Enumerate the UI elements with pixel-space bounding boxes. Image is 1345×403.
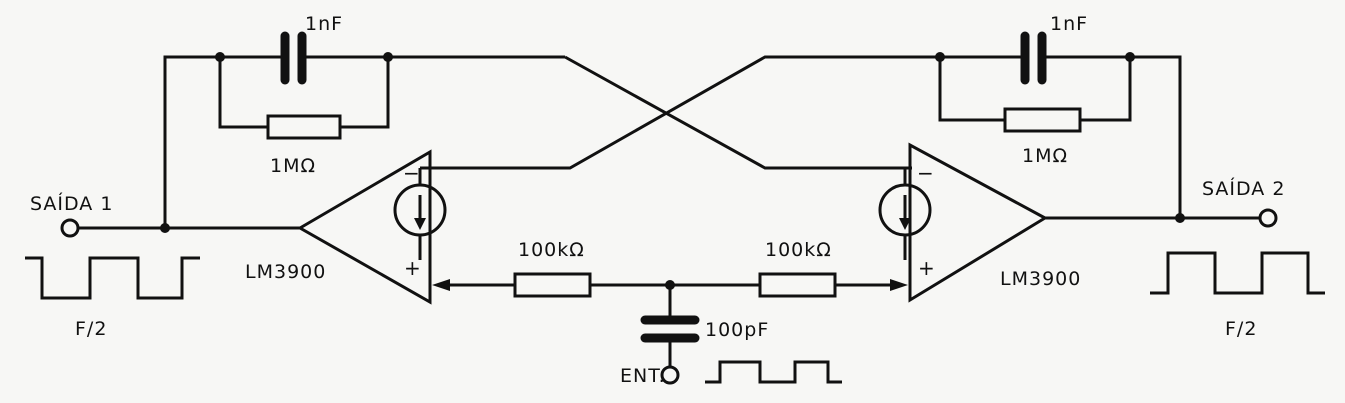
res-feedback-right-label: 1MΩ bbox=[1022, 145, 1068, 167]
resistor-100k-left bbox=[513, 272, 592, 298]
cap-input-label: 100pF bbox=[705, 319, 769, 341]
res-input-right-label: 100kΩ bbox=[765, 239, 832, 261]
opamp-left bbox=[296, 149, 447, 305]
current-source-icon bbox=[393, 183, 447, 237]
freq-right-label: F/2 bbox=[1225, 318, 1257, 340]
input-terminal bbox=[660, 365, 680, 385]
output-2-label: SAÍDA 2 bbox=[1202, 177, 1285, 200]
opamp-right-label: LM3900 bbox=[1000, 268, 1081, 290]
left-feedback-network bbox=[160, 31, 565, 233]
opamp-right-minus: − bbox=[917, 161, 934, 185]
res-input-left-label: 100kΩ bbox=[518, 239, 585, 261]
cross-wire-2 bbox=[420, 55, 1025, 170]
resistor-100k-right bbox=[758, 272, 837, 298]
output-1-label: SAÍDA 1 bbox=[30, 192, 113, 215]
output-1-terminal bbox=[60, 218, 80, 238]
square-wave-input bbox=[705, 360, 842, 384]
resistor-1m-right bbox=[1003, 107, 1082, 133]
freq-left-label: F/2 bbox=[75, 318, 107, 340]
input-network bbox=[432, 272, 908, 385]
opamp-right-plus: + bbox=[918, 256, 935, 280]
output-2-terminal bbox=[1258, 208, 1278, 228]
cross-wire-1 bbox=[564, 55, 912, 170]
opamp-right bbox=[878, 142, 1049, 303]
square-wave-left bbox=[25, 256, 200, 300]
cap-left-label: 1nF bbox=[305, 13, 343, 35]
current-source-icon bbox=[878, 183, 932, 237]
square-wave-right bbox=[1150, 251, 1325, 295]
opamp-left-label: LM3900 bbox=[245, 261, 326, 283]
input-label: ENT. bbox=[620, 365, 666, 387]
opamp-left-plus: + bbox=[404, 256, 421, 280]
res-feedback-left-label: 1MΩ bbox=[270, 155, 316, 177]
opamp-left-minus: − bbox=[403, 161, 420, 185]
resistor-1m-left bbox=[266, 114, 342, 140]
cap-right-label: 1nF bbox=[1050, 13, 1088, 35]
right-feedback-network bbox=[935, 31, 1185, 223]
